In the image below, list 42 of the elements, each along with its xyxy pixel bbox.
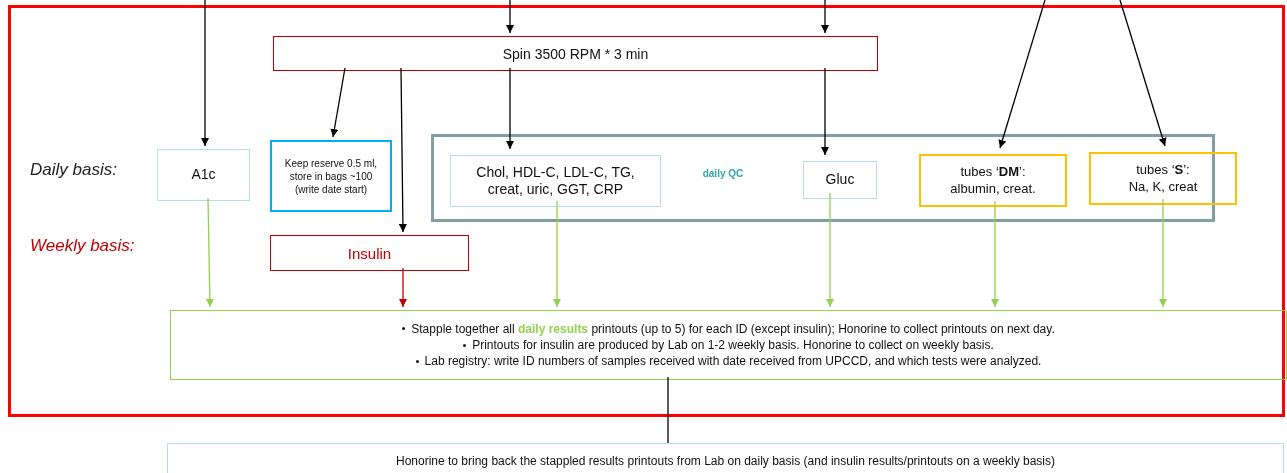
test-box (157, 149, 250, 201)
arrow (506, 67, 514, 150)
arrow (398, 67, 407, 233)
tube-box (1089, 152, 1237, 205)
node-text: Honorine to bring back the stappled results printouts from Lab on daily basis (and insulin results/printouts on a weekly basis) (396, 454, 1055, 468)
instructions-box (170, 310, 1287, 380)
row-label: Daily basis: (30, 160, 118, 180)
test-box (450, 155, 661, 207)
arrow (998, 0, 1046, 149)
storage-box (270, 140, 392, 212)
arrow (201, 0, 209, 147)
node-text: A1c (191, 166, 216, 184)
test-box (270, 235, 469, 271)
arrow (330, 67, 346, 138)
arrow (991, 200, 999, 308)
tube-box (919, 154, 1067, 207)
instruction-text: Lab registry: write ID numbers of samples received with date received from UPCCD, and which tests were analyzed. (424, 353, 1042, 370)
arrow (821, 67, 829, 156)
node-text: Keep reserve 0.5 ml, store in bags ~100 (write date start) (283, 156, 379, 196)
node-text: Gluc (825, 171, 855, 189)
arrow (205, 197, 214, 308)
connector-line (667, 376, 669, 444)
arrow (821, 0, 829, 34)
node-text: tubes ‘S’: Na, K, creat (1127, 161, 1199, 196)
node-text: tubes ‘DM’: albumin, creat. (949, 163, 1037, 198)
node-text: Insulin (347, 244, 392, 262)
arrow (1159, 198, 1167, 308)
row-label: Weekly basis: (30, 236, 136, 256)
arrow (553, 200, 561, 308)
frame-box (8, 5, 1285, 417)
arrow (399, 267, 407, 308)
arrow (506, 0, 514, 34)
node-text: Chol, HDL-C, LDL-C, TG, creat, uric, GGT, CRP (475, 163, 636, 199)
node-text: Spin 3500 RPM * 3 min (502, 45, 649, 62)
instruction-text: Stapple together all daily results printouts (up to 5) for each ID (except insulin); Honorine to collect printouts on next day. (411, 320, 1055, 337)
process-box (167, 443, 1284, 473)
process-box (273, 36, 878, 71)
arrow (826, 192, 834, 308)
arrow (1119, 0, 1167, 147)
instruction-text: Printouts for insulin are produced by Lab on 1-2 weekly basis. Honorine to collect on weekly basis. (472, 336, 994, 354)
test-box (803, 161, 877, 199)
row-label: daily QC (701, 168, 745, 179)
